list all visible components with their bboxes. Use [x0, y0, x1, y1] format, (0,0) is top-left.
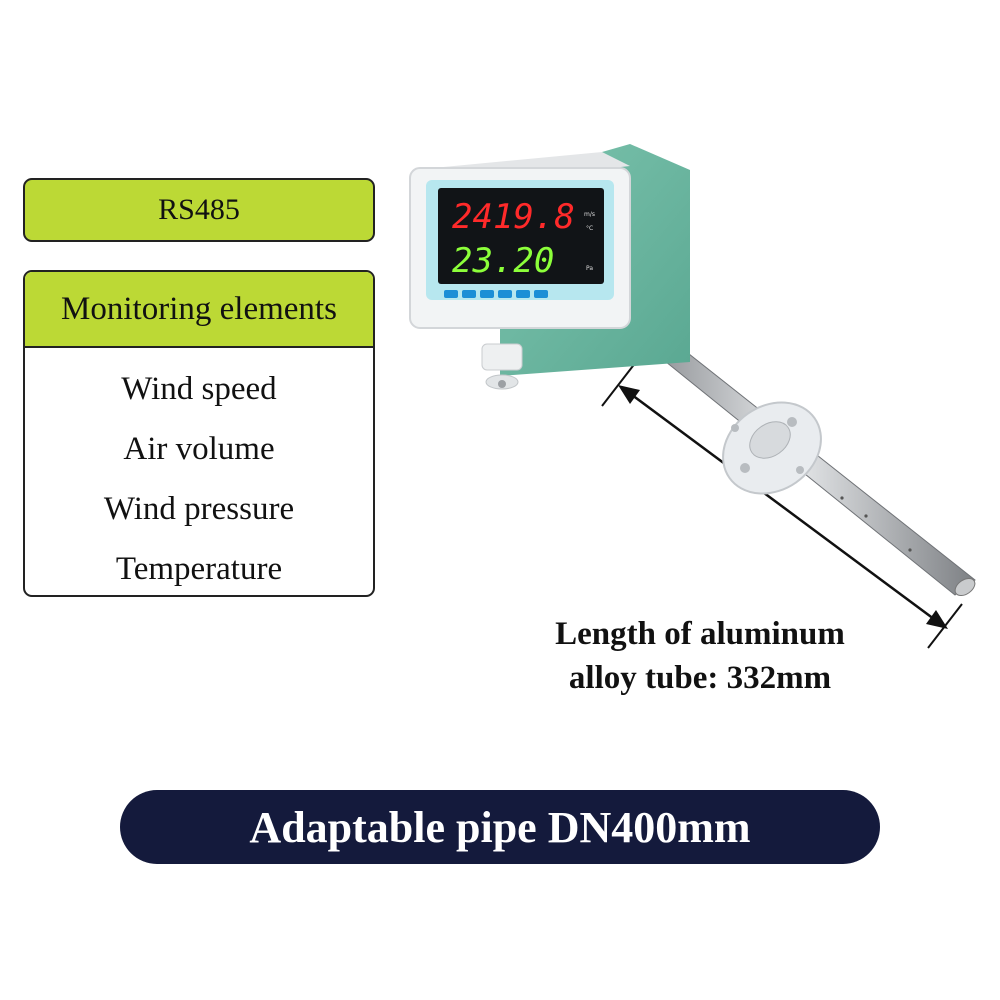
- monitoring-elements-list: Wind speed Air volume Wind pressure Temp…: [25, 348, 373, 595]
- device-buttons: [444, 290, 548, 298]
- monitoring-elements-title: Monitoring elements: [61, 290, 337, 327]
- monitoring-elements-panel: Monitoring elements Wind speed Air volum…: [23, 270, 375, 597]
- protocol-badge-label: RS485: [158, 193, 240, 226]
- top-unit-label-2: °C: [586, 225, 593, 232]
- protocol-badge: RS485: [23, 178, 375, 242]
- pipe-size-label: Adaptable pipe DN400mm: [249, 802, 751, 852]
- transmitter-housing: [409, 144, 690, 390]
- tube-length-line-2: alloy tube: 332mm: [568, 660, 832, 696]
- pipe-size-banner: Adaptable pipe DN400mm: [120, 790, 880, 864]
- list-item: Air volume: [123, 430, 275, 467]
- mounting-flange: [722, 401, 822, 495]
- top-unit-label: m/s: [584, 211, 595, 218]
- length-dimension-arrow: [601, 361, 963, 649]
- tube-length-label: Length of aluminum alloy tube: 332mm: [520, 612, 880, 700]
- bottom-reading-display: 23.20: [452, 241, 554, 281]
- tube-length-line-1: Length of aluminum: [555, 616, 845, 652]
- list-item: Wind pressure: [103, 490, 295, 527]
- bottom-unit-label: Pa: [586, 265, 593, 272]
- list-item: Temperature: [115, 550, 283, 587]
- list-item: Wind speed: [121, 370, 277, 407]
- sensor-device-illustration: 2419.8 m/s °C 23.20 Pa: [409, 144, 976, 649]
- top-reading-display: 2419.8: [452, 197, 575, 237]
- monitoring-elements-header: Monitoring elements: [25, 272, 373, 348]
